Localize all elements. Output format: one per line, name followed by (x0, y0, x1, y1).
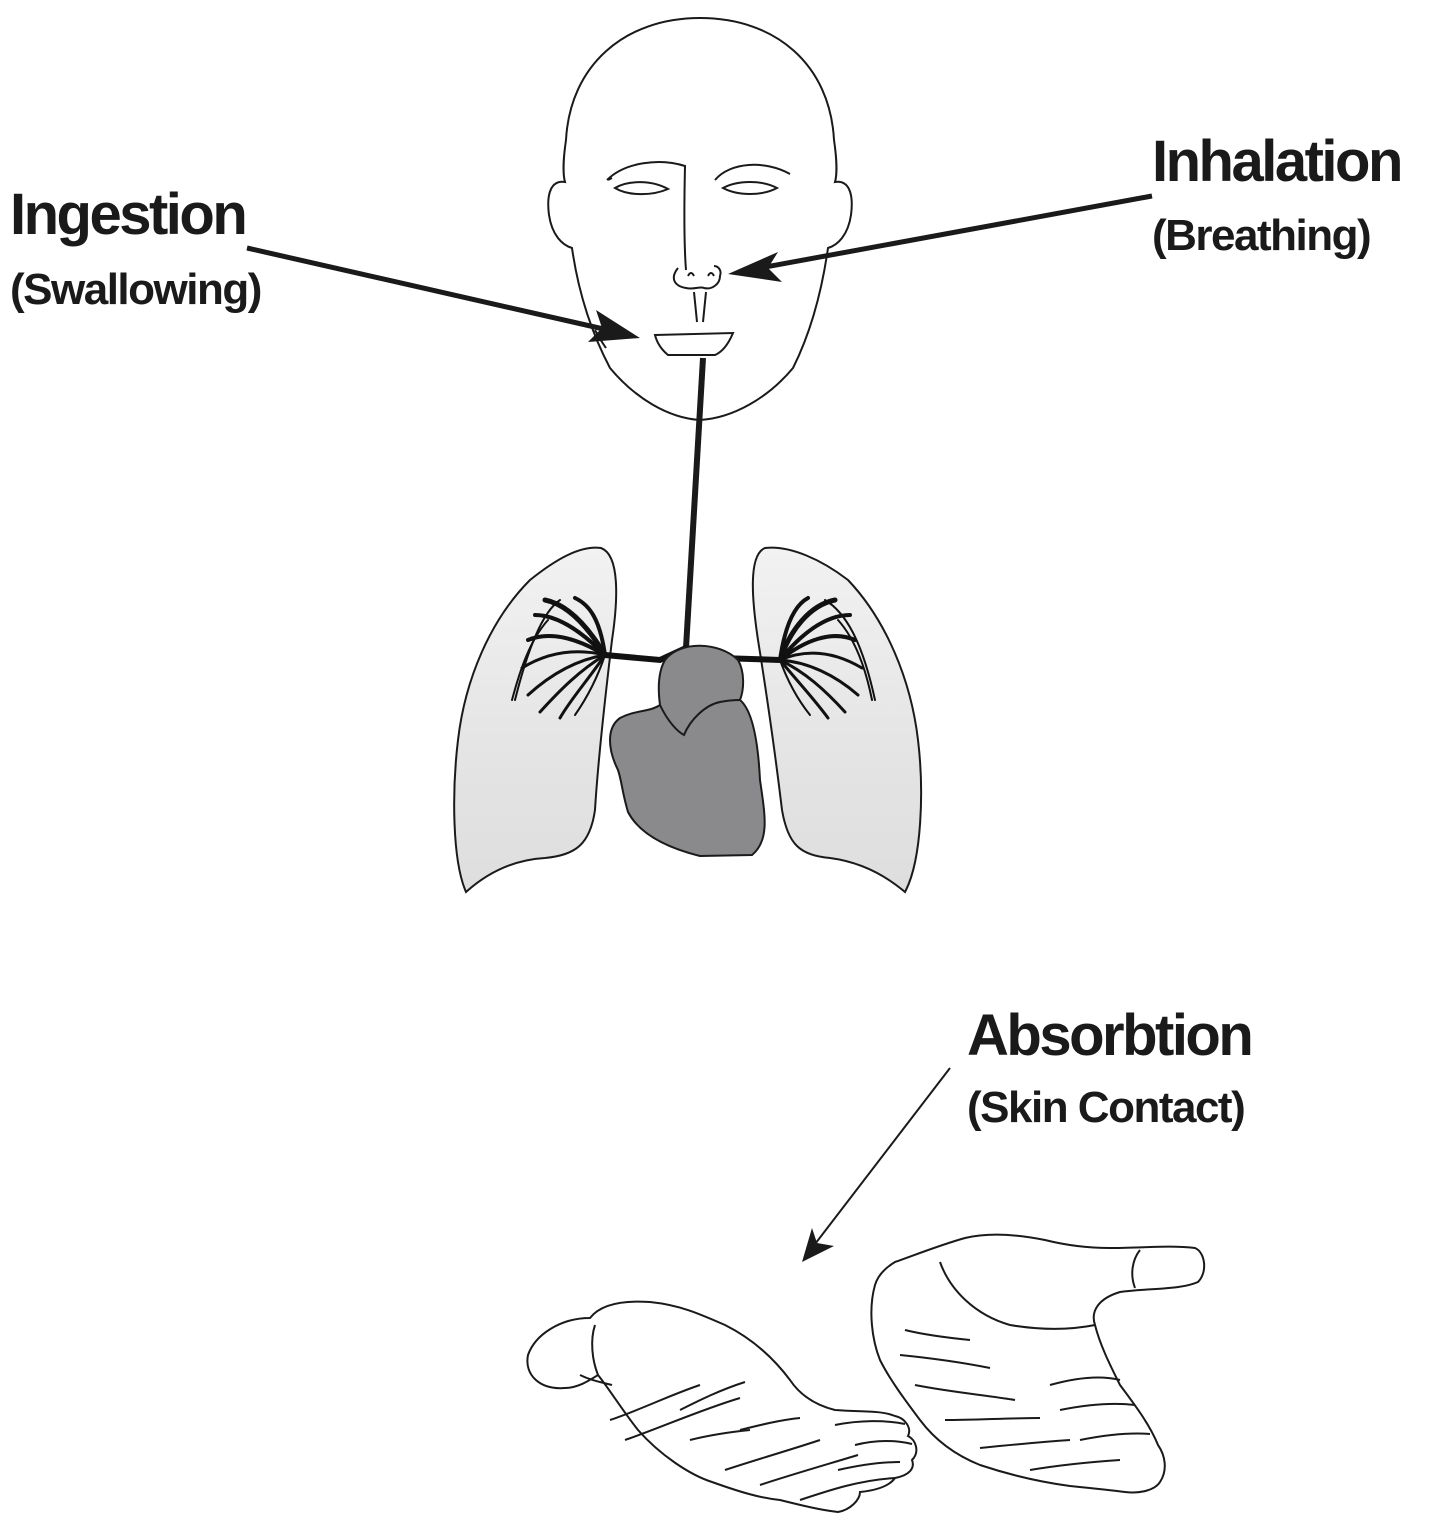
right-hand (871, 1235, 1204, 1493)
ingestion-title: Ingestion (10, 186, 245, 244)
absorption-subtitle: (Skin Contact) (967, 1086, 1244, 1130)
left-hand (527, 1302, 916, 1512)
absorption-title: Absorbtion (967, 1007, 1251, 1065)
face-features (595, 162, 790, 355)
absorption-arrow (802, 1068, 950, 1262)
trachea-line (686, 358, 703, 648)
inhalation-arrow (728, 196, 1152, 282)
heart (610, 646, 765, 856)
ingestion-subtitle: (Swallowing) (10, 268, 261, 312)
inhalation-title: Inhalation (1152, 133, 1401, 191)
inhalation-subtitle: (Breathing) (1152, 214, 1370, 258)
left-lung (454, 548, 616, 892)
